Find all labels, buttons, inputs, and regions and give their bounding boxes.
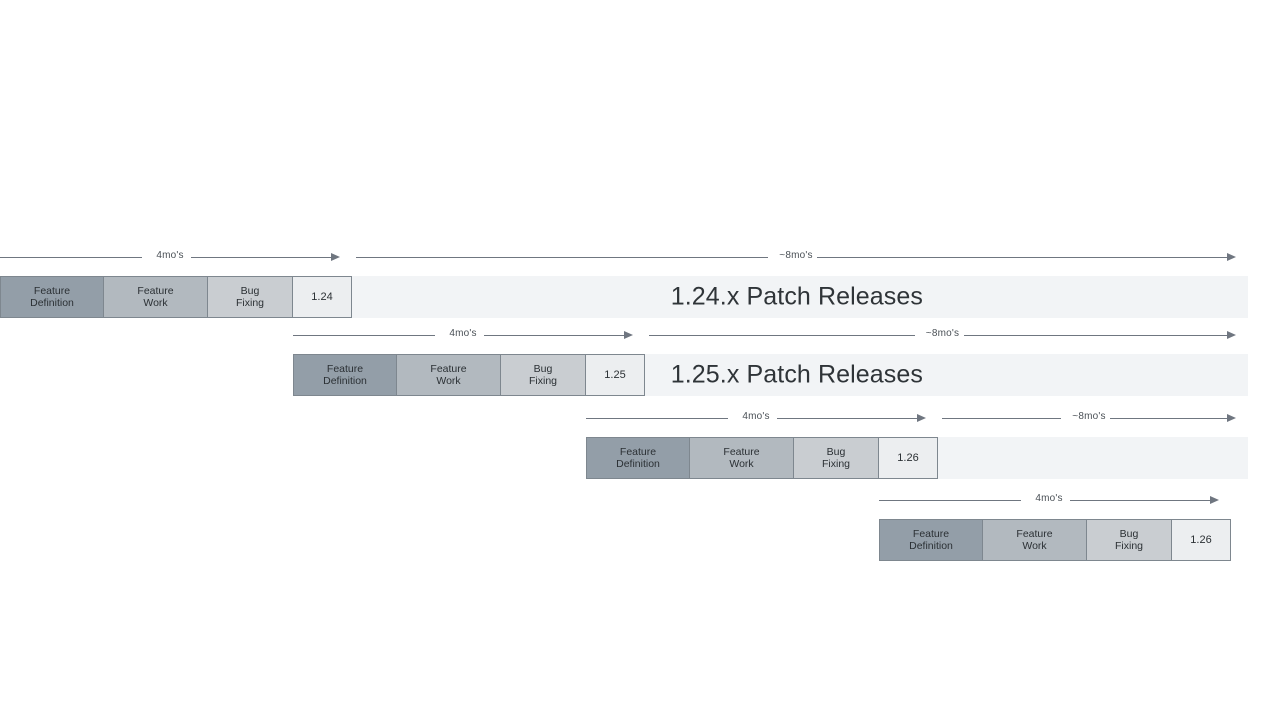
phase-box-label: Feature Definition — [323, 362, 367, 387]
phase-box-feature-work[interactable]: Feature Work — [689, 437, 793, 479]
phase-box-label: Feature Work — [723, 445, 760, 470]
phase-strip: Feature Definition Feature Work Bug Fixing… — [879, 519, 1231, 561]
phase-box-label: 1.26 — [1190, 533, 1212, 546]
dimension-label: ~8mo's — [922, 328, 963, 339]
dimension-label: 4mo's — [446, 328, 480, 339]
phase-box-label: 1.24 — [311, 290, 333, 303]
phase-box-bug-fixing[interactable]: Bug Fixing — [207, 276, 292, 318]
phase-box-label: Bug Fixing — [1114, 527, 1143, 552]
patch-duration-arrow: ~8mo's — [649, 326, 1236, 346]
phase-box-label: Feature Work — [430, 362, 467, 387]
release-row-1-26-2: 1.26.x Patch Releases 4mo's ~8mo'sFeature … — [0, 409, 1280, 487]
arrowhead-icon — [624, 331, 633, 339]
dimension-label: 4mo's — [1032, 493, 1066, 504]
phase-box-label: Feature Definition — [30, 284, 74, 309]
dimension-line-right — [817, 257, 1229, 258]
arrowhead-icon — [1227, 414, 1236, 422]
phase-box-feature-work[interactable]: Feature Work — [103, 276, 207, 318]
phase-box-label: Feature Work — [137, 284, 174, 309]
arrowhead-icon — [1227, 331, 1236, 339]
phase-box-feature-definition[interactable]: Feature Definition — [879, 519, 982, 561]
dimension-label: 4mo's — [153, 250, 187, 261]
patch-duration-arrow: ~8mo's — [942, 409, 1236, 429]
arrowhead-icon — [331, 253, 340, 261]
dimension-line-left — [356, 257, 768, 258]
patch-release-bar: 1.26.x Patch Releases — [671, 437, 1248, 479]
dimension-label: 4mo's — [739, 411, 773, 422]
development-duration-arrow: 4mo's — [293, 326, 633, 346]
dimension-line-right — [1070, 500, 1212, 501]
phase-box-bug-fixing[interactable]: Bug Fixing — [500, 354, 585, 396]
phase-box-label: 1.25 — [604, 368, 626, 381]
phase-box-feature-work[interactable]: Feature Work — [982, 519, 1086, 561]
phase-box-version-chip[interactable]: 1.26 — [1171, 519, 1231, 561]
dimension-line-right — [963, 335, 1229, 336]
patch-duration-arrow: ~8mo's — [356, 248, 1236, 268]
patch-release-bar: 1.24.x Patch Releases — [352, 276, 1248, 318]
dimension-line-right — [484, 335, 626, 336]
phase-box-label: Feature Work — [1016, 527, 1053, 552]
phase-box-label: Bug Fixing — [528, 362, 557, 387]
arrowhead-icon — [1210, 496, 1219, 504]
phase-box-label: Feature Definition — [909, 527, 953, 552]
phase-box-label: Bug Fixing — [821, 445, 850, 470]
phase-box-feature-definition[interactable]: Feature Definition — [586, 437, 689, 479]
phase-box-label: Feature Definition — [616, 445, 660, 470]
patch-release-label: 1.25.x Patch Releases — [670, 360, 923, 389]
arrowhead-icon — [1227, 253, 1236, 261]
development-duration-arrow: 4mo's — [0, 248, 340, 268]
dimension-line-left — [293, 335, 435, 336]
phase-box-bug-fixing[interactable]: Bug Fixing — [1086, 519, 1171, 561]
development-duration-arrow: 4mo's — [879, 491, 1219, 511]
phase-strip: Feature Definition Feature Work Bug Fixing… — [0, 276, 352, 318]
phase-box-label: 1.26 — [897, 451, 919, 464]
patch-release-label: 1.24.x Patch Releases — [670, 282, 923, 311]
dimension-line-left — [586, 418, 728, 419]
phase-box-version-chip[interactable]: 1.24 — [292, 276, 352, 318]
development-duration-arrow: 4mo's — [586, 409, 926, 429]
phase-box-version-chip[interactable]: 1.26 — [878, 437, 938, 479]
phase-strip: Feature Definition Feature Work Bug Fixing… — [293, 354, 645, 396]
dimension-line-right — [1110, 418, 1229, 419]
phase-box-label: Bug Fixing — [235, 284, 264, 309]
dimension-label: ~8mo's — [776, 250, 816, 261]
phase-box-bug-fixing[interactable]: Bug Fixing — [793, 437, 878, 479]
phase-box-feature-definition[interactable]: Feature Definition — [293, 354, 396, 396]
phase-box-version-chip[interactable]: 1.25 — [585, 354, 645, 396]
dimension-line-right — [777, 418, 919, 419]
patch-release-bar: 1.25.x Patch Releases — [645, 354, 1248, 396]
phase-strip: Feature Definition Feature Work Bug Fixing… — [586, 437, 938, 479]
dimension-line-right — [191, 257, 333, 258]
dimension-line-left — [879, 500, 1021, 501]
dimension-label: ~8mo's — [1069, 411, 1109, 422]
dimension-line-left — [942, 418, 1061, 419]
dimension-line-left — [649, 335, 915, 336]
dimension-line-left — [0, 257, 142, 258]
arrowhead-icon — [917, 414, 926, 422]
phase-box-feature-work[interactable]: Feature Work — [396, 354, 500, 396]
phase-box-feature-definition[interactable]: Feature Definition — [0, 276, 103, 318]
